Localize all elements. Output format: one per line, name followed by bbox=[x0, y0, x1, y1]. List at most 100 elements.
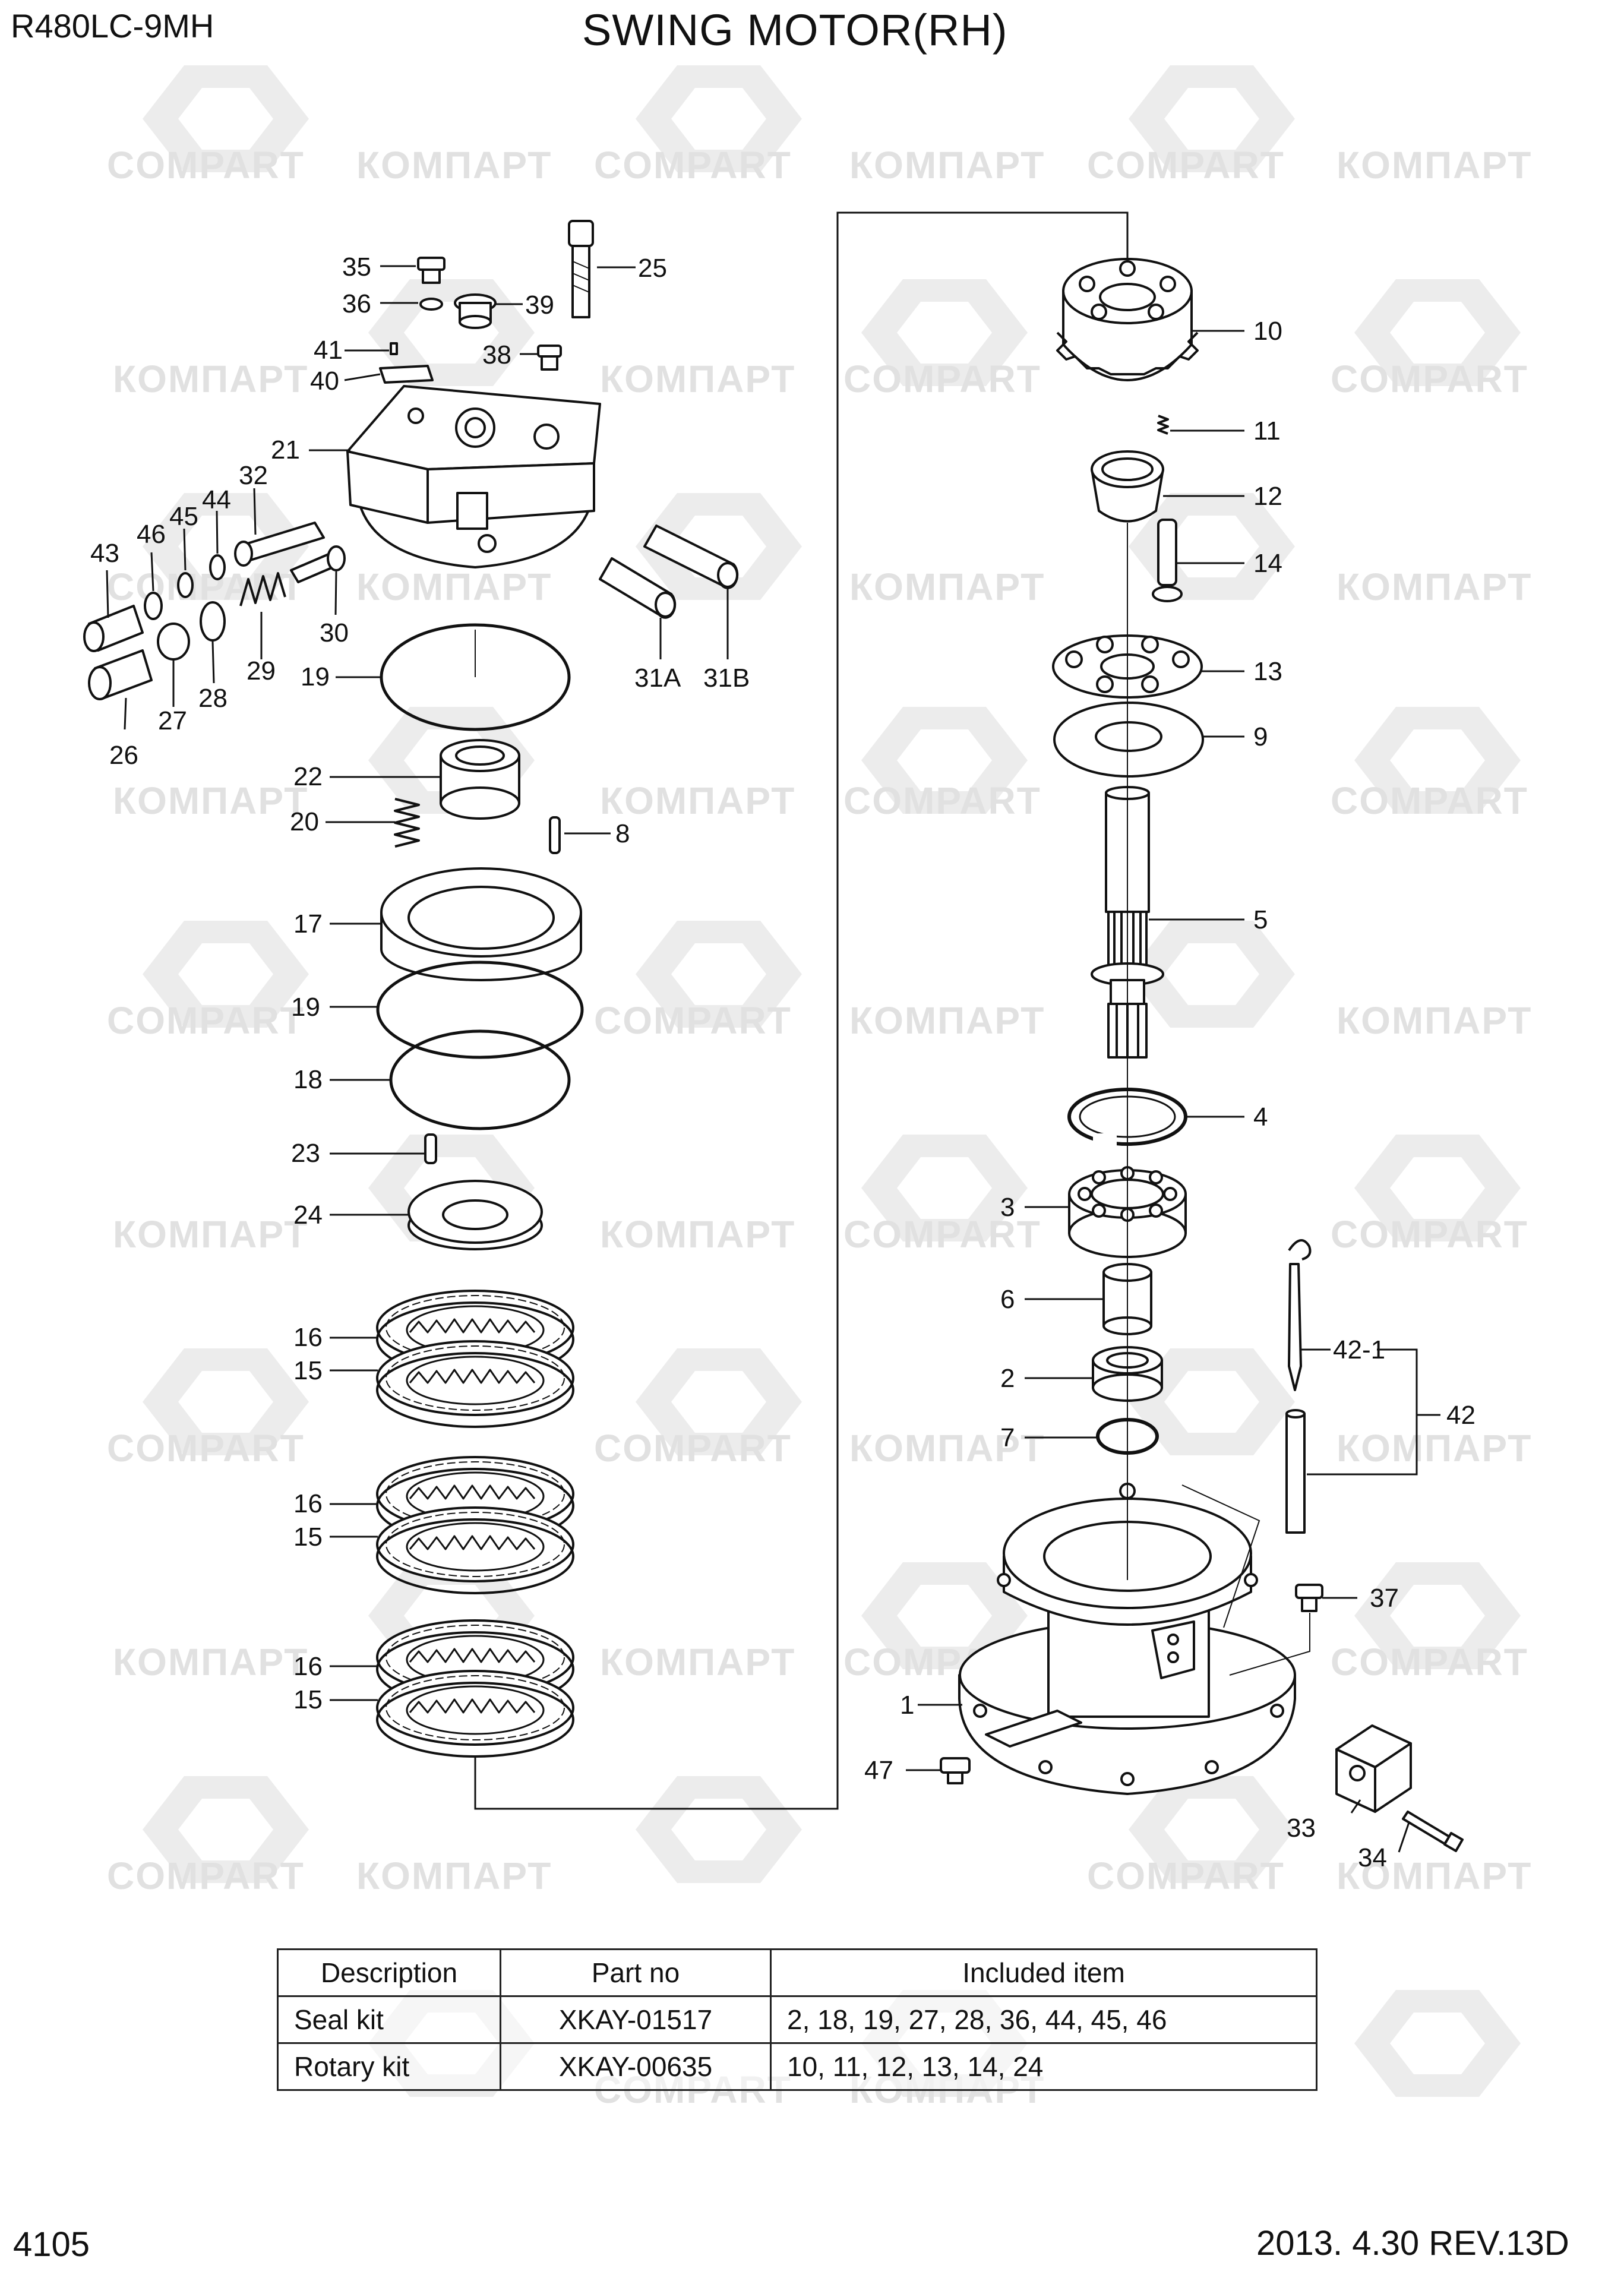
part-11-spring bbox=[1157, 415, 1169, 435]
part-35-plug bbox=[417, 257, 446, 284]
part-26-plug bbox=[88, 649, 153, 700]
svg-text:КОМПАРТ: КОМПАРТ bbox=[113, 1213, 308, 1256]
svg-text:КОМПАРТ: КОМПАРТ bbox=[600, 1641, 795, 1683]
part-38-plug bbox=[537, 345, 562, 371]
svg-text:COMPART: COMPART bbox=[594, 1427, 792, 1470]
svg-text:COMPART: COMPART bbox=[107, 1855, 305, 1897]
part-28-o-ring bbox=[200, 601, 226, 642]
callout-22: 22 bbox=[293, 762, 323, 791]
svg-text:COMPART: COMPART bbox=[1087, 1855, 1285, 1897]
part-33-relief-valve bbox=[1335, 1724, 1412, 1813]
svg-text:COMPART: COMPART bbox=[1331, 358, 1528, 400]
callout-39: 39 bbox=[525, 290, 554, 320]
callout-41: 41 bbox=[314, 336, 343, 365]
svg-text:COMPART: COMPART bbox=[594, 999, 792, 1042]
part-19-o-ring-lower bbox=[376, 961, 584, 1059]
part-17-brake-piston bbox=[380, 867, 582, 981]
svg-text:КОМПАРТ: КОМПАРТ bbox=[1337, 144, 1532, 187]
kit-part-no: XKAY-00635 bbox=[500, 2042, 772, 2091]
callout-19-upper: 19 bbox=[301, 662, 330, 691]
kit-description: Rotary kit bbox=[277, 2042, 501, 2091]
page-number: 4105 bbox=[13, 2225, 90, 2264]
leader-lines bbox=[106, 211, 1440, 1853]
part-15-separator-plate-1 bbox=[376, 1340, 574, 1428]
callout-3: 3 bbox=[1000, 1193, 1015, 1222]
page-title: SWING MOTOR(RH) bbox=[582, 5, 1008, 55]
part-45-o-ring bbox=[177, 572, 194, 598]
part-39-plug bbox=[454, 293, 497, 329]
svg-text:COMPART: COMPART bbox=[843, 358, 1041, 400]
svg-text:COMPART: COMPART bbox=[107, 999, 305, 1042]
callout-7: 7 bbox=[1000, 1423, 1015, 1452]
callout-10: 10 bbox=[1253, 317, 1282, 346]
callout-16-2: 16 bbox=[293, 1489, 323, 1518]
part-31b-spool bbox=[643, 525, 739, 589]
svg-text:КОМПАРТ: КОМПАРТ bbox=[600, 358, 795, 400]
part-42-pipe bbox=[1285, 1409, 1306, 1534]
svg-text:КОМПАРТ: КОМПАРТ bbox=[600, 1213, 795, 1256]
callout-labels: 35 36 25 39 41 40 38 21 32 45 44 46 43 3… bbox=[90, 252, 1475, 1872]
part-32-plug bbox=[234, 522, 325, 567]
svg-text:COMPART: COMPART bbox=[1087, 144, 1285, 187]
callout-34: 34 bbox=[1358, 1843, 1387, 1872]
callout-47: 47 bbox=[864, 1756, 893, 1785]
kit-description: Seal kit bbox=[277, 1995, 501, 2044]
callout-26: 26 bbox=[109, 741, 138, 770]
callout-20: 20 bbox=[290, 807, 319, 836]
part-44-o-ring bbox=[209, 554, 226, 580]
svg-text:КОМПАРТ: КОМПАРТ bbox=[1337, 1427, 1532, 1470]
part-25-bolt bbox=[568, 220, 594, 318]
callout-17: 17 bbox=[293, 909, 323, 939]
callout-9: 9 bbox=[1253, 722, 1268, 751]
svg-text:КОМПАРТ: КОМПАРТ bbox=[849, 565, 1045, 608]
svg-text:КОМПАРТ: КОМПАРТ bbox=[356, 144, 552, 187]
callout-27: 27 bbox=[158, 706, 187, 735]
part-27-ring bbox=[157, 623, 190, 661]
svg-text:COMPART: COMPART bbox=[107, 144, 305, 187]
callout-14: 14 bbox=[1253, 549, 1282, 578]
callout-44: 44 bbox=[202, 485, 231, 514]
callout-42: 42 bbox=[1446, 1401, 1475, 1430]
callout-35: 35 bbox=[342, 252, 371, 282]
callout-1: 1 bbox=[900, 1691, 914, 1720]
svg-text:КОМПАРТ: КОМПАРТ bbox=[849, 1427, 1045, 1470]
callout-25: 25 bbox=[638, 254, 667, 283]
part-41-pin bbox=[390, 342, 398, 355]
callout-4: 4 bbox=[1253, 1102, 1268, 1132]
model-code: R480LC-9MH bbox=[11, 7, 214, 45]
svg-text:COMPART: COMPART bbox=[1331, 779, 1528, 822]
svg-text:КОМПАРТ: КОМПАРТ bbox=[1337, 565, 1532, 608]
svg-text:КОМПАРТ: КОМПАРТ bbox=[849, 999, 1045, 1042]
callout-6: 6 bbox=[1000, 1285, 1015, 1314]
part-36-o-ring bbox=[419, 298, 443, 311]
callout-38: 38 bbox=[482, 340, 511, 369]
callout-15-2: 15 bbox=[293, 1522, 323, 1552]
part-23-pin bbox=[424, 1133, 437, 1164]
callout-40: 40 bbox=[310, 367, 339, 396]
part-8-pin bbox=[549, 816, 561, 854]
svg-text:COMPART: COMPART bbox=[843, 1213, 1041, 1256]
callout-28: 28 bbox=[198, 684, 228, 713]
kit-included-items: 10, 11, 12, 13, 14, 24 bbox=[770, 2042, 1317, 2091]
part-47-plug bbox=[940, 1757, 971, 1784]
callout-37: 37 bbox=[1370, 1584, 1399, 1613]
part-14-piston-shoe bbox=[1152, 519, 1183, 602]
callout-36: 36 bbox=[342, 289, 371, 318]
header-part-no: Part no bbox=[500, 1948, 772, 1997]
svg-text:COMPART: COMPART bbox=[1331, 1213, 1528, 1256]
part-34-bolt bbox=[1402, 1811, 1464, 1853]
header-included-item: Included item bbox=[770, 1948, 1317, 1997]
svg-text:КОМПАРТ: КОМПАРТ bbox=[1337, 999, 1532, 1042]
callout-12: 12 bbox=[1253, 482, 1282, 511]
kit-table-header: Description Part no Included item bbox=[277, 1948, 1317, 1997]
svg-text:COMPART: COMPART bbox=[107, 1427, 305, 1470]
part-37-plug bbox=[1295, 1584, 1323, 1612]
callout-42-1: 42-1 bbox=[1333, 1335, 1385, 1364]
revision-date: 2013. 4.30 REV.13D bbox=[1256, 2224, 1569, 2263]
svg-text:КОМПАРТ: КОМПАРТ bbox=[600, 779, 795, 822]
kit-part-no: XKAY-01517 bbox=[500, 1995, 772, 2044]
part-30-plug bbox=[290, 545, 346, 583]
table-row: Rotary kit XKAY-00635 10, 11, 12, 13, 14… bbox=[277, 2042, 1317, 2091]
part-42-1-level-gauge bbox=[1288, 1239, 1312, 1391]
